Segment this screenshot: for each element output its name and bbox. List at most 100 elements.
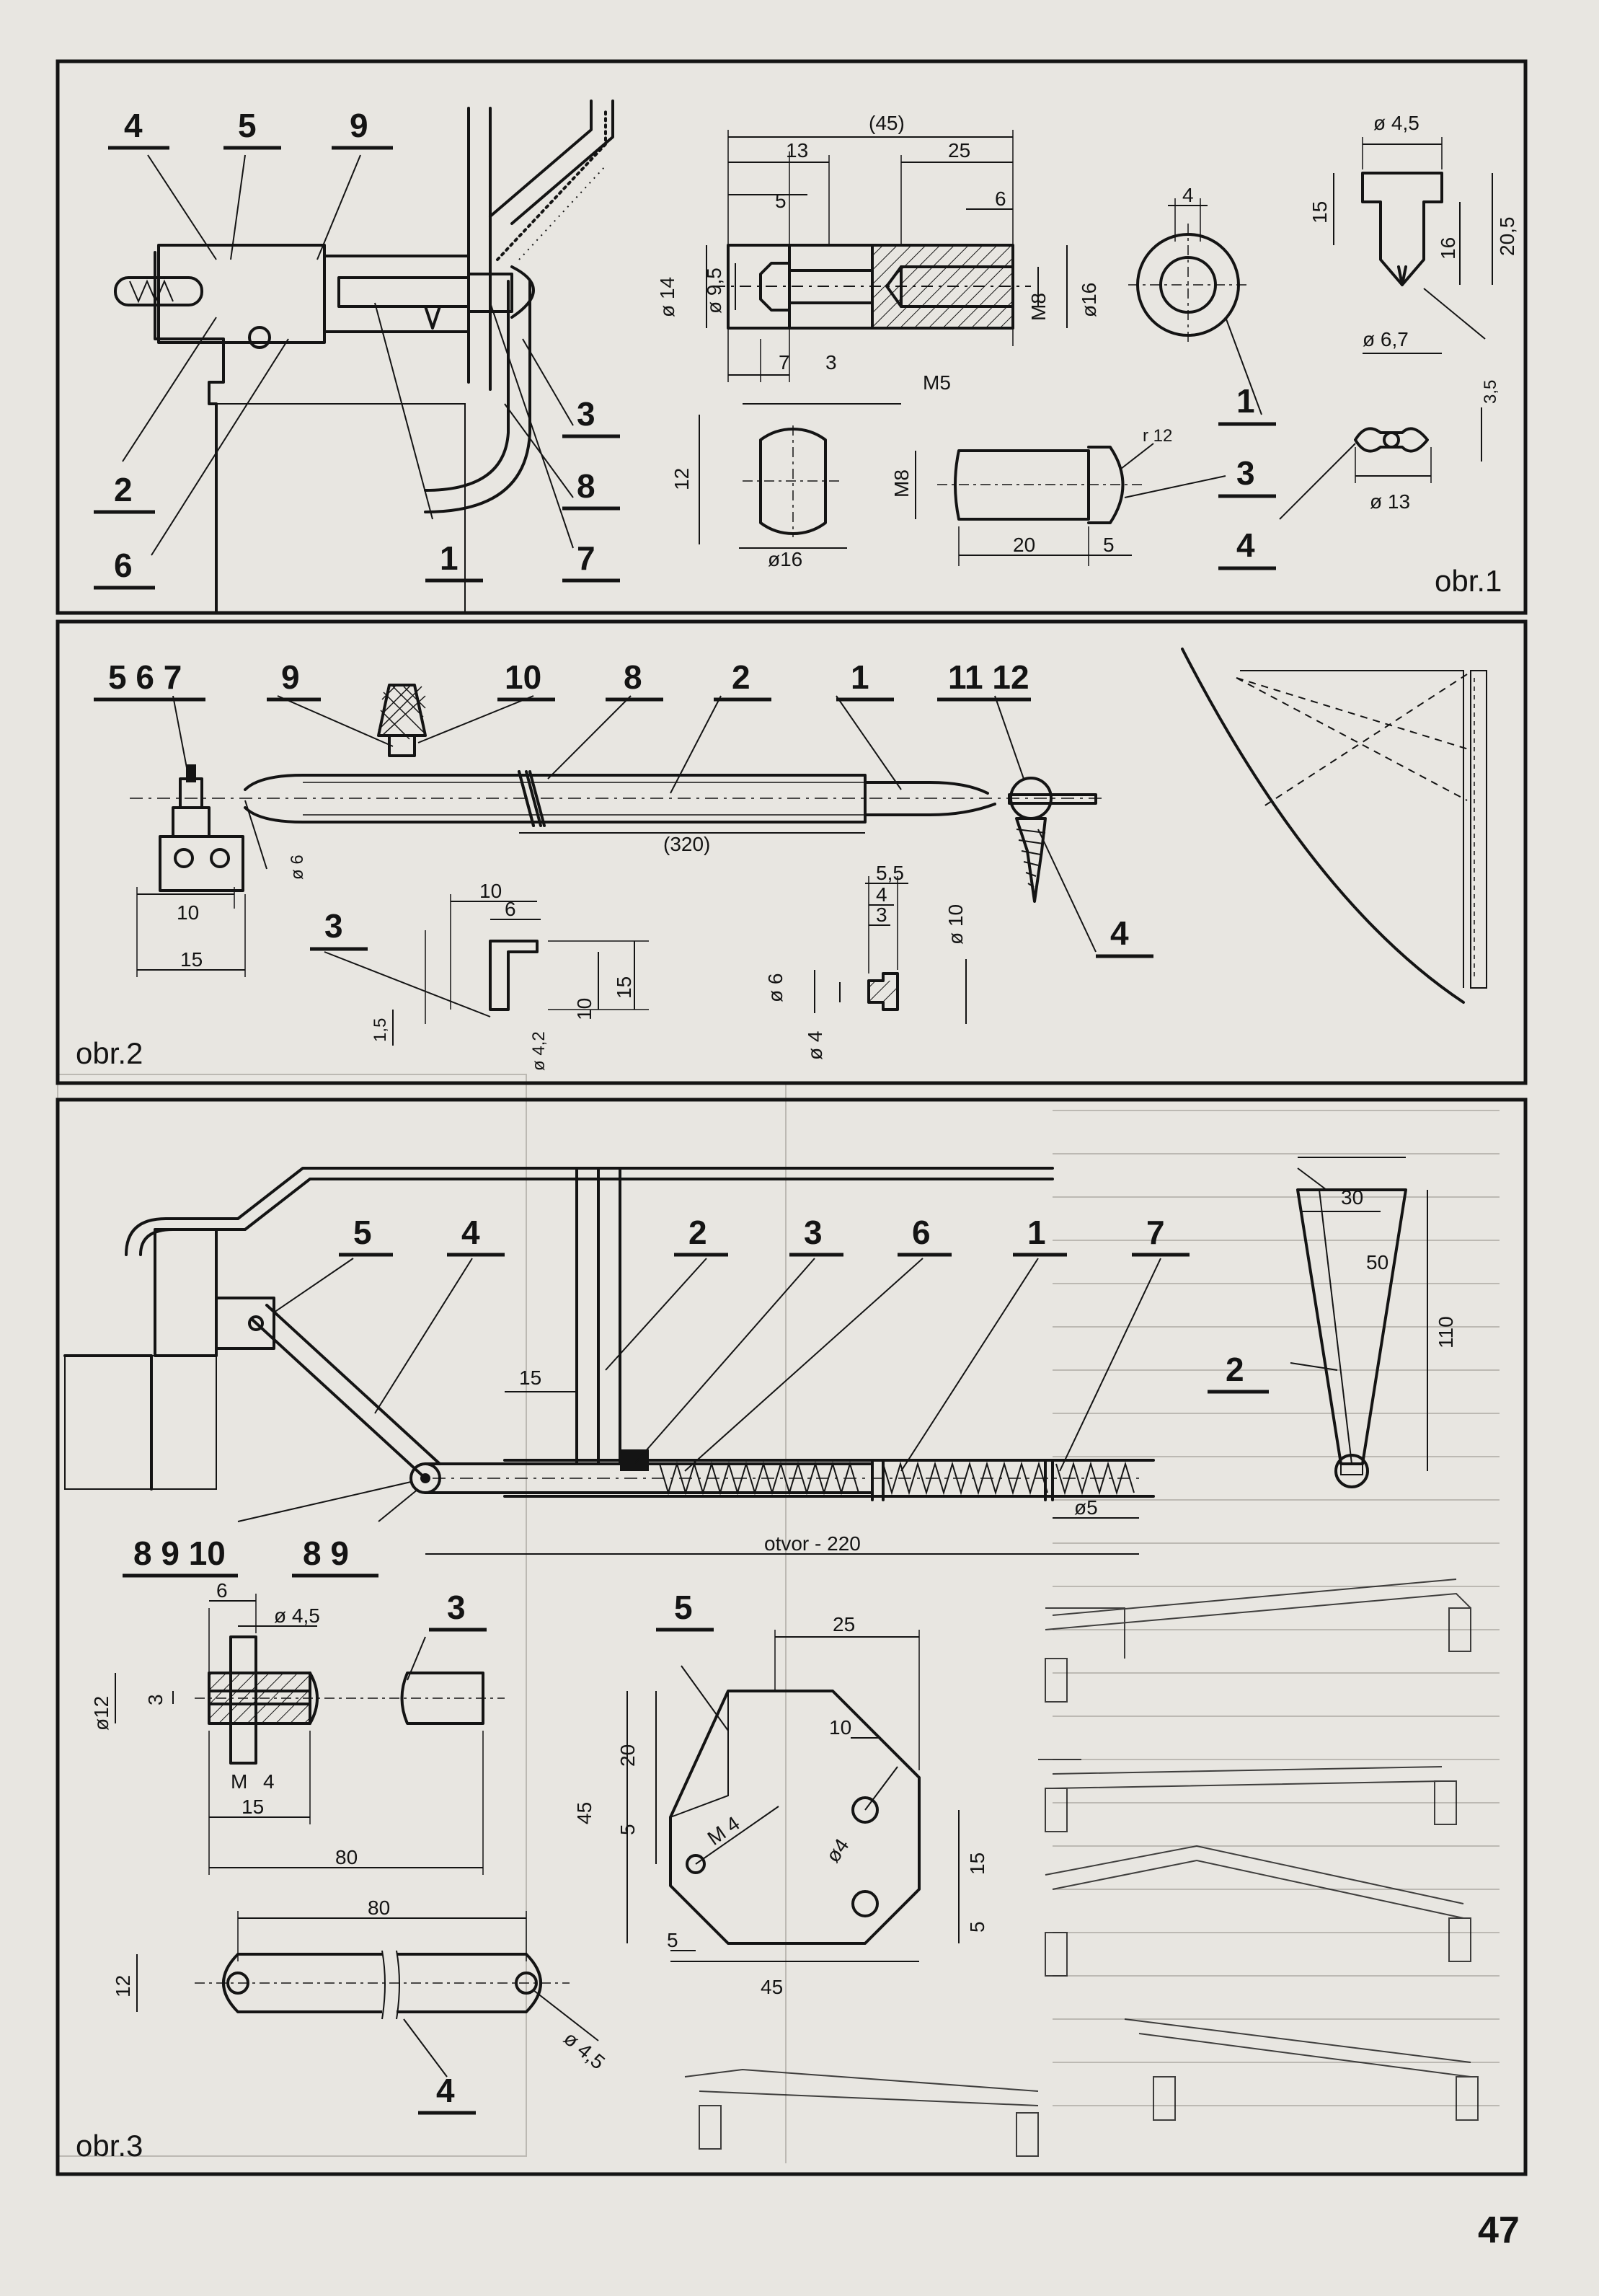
dim-d6-7: ø 6,7 [1363,328,1409,350]
dim-d14: ø 14 [656,277,678,317]
label-1: 1 [1027,1214,1046,1251]
detail-label-3: 3 [447,1589,466,1626]
plate-dim-d4: ø4 [822,1834,854,1867]
bush-dim-d6: ø 6 [764,973,787,1002]
label-2: 2 [114,471,133,508]
label-5: 5 [238,107,257,144]
label-10: 10 [505,658,541,696]
dim-m8-bolt: M8 [890,469,913,498]
dim-d6-rod: ø 6 [288,855,307,880]
link-dim-80: 80 [368,1897,390,1919]
label-9: 9 [350,107,368,144]
clip-dim-d4-2: ø 4,2 [529,1031,549,1071]
detail-disc: 12 ø16 [670,415,847,570]
detail-bolt: M8 r 12 20 5 3 [890,426,1276,566]
assembly-section [114,100,614,614]
dim-15: 15 [1308,201,1331,224]
clip-dim-10b: 10 [573,998,595,1020]
figure-obr1: 4 5 9 2 6 3 8 1 7 [56,59,1528,615]
bush-dim-d4: ø 4 [804,1031,826,1060]
label-8: 8 [624,658,642,696]
dim-d13: ø 13 [1370,490,1410,513]
detail-tapered-strut: 30 50 110 2 [1208,1157,1457,1488]
plate-dim-5b: 5 [966,1921,988,1933]
obr2-dims: (320) ø 6 10 15 [177,833,710,971]
plate-dim-5: 5 [616,1824,639,1835]
plate-dim-5c: 5 [667,1929,678,1951]
obr3-part-labels: 5 4 2 3 6 1 7 8 9 10 8 9 [123,1214,1190,1578]
dim-16: 16 [1437,237,1459,260]
detail-sleeve-dims: (45) 13 25 5 6 ø 14 ø 9,5 M8 ø16 7 3 M5 [656,112,1100,394]
label-8: 8 [577,467,595,505]
obr2-part-labels: 5 6 7 9 10 8 2 1 11 12 3 4 [94,658,1153,958]
dim-13: 13 [786,139,808,162]
detail-bushing: 5,5 4 3 ø 10 ø 6 ø 4 [764,862,967,1060]
dim-20: 20 [1013,534,1035,556]
plate-dim-45b: 45 [761,1976,783,1998]
label-9: 9 [281,658,300,696]
bush-dim-4: 4 [876,883,887,906]
bleed-through [57,1074,1500,2163]
label-7: 7 [577,539,595,577]
dim-10-base: 10 [177,901,199,924]
caption-obr1: obr.1 [1435,564,1502,598]
pin-dim-3: 3 [144,1694,167,1705]
label-3: 3 [804,1214,823,1251]
strut-dim-110: 110 [1435,1316,1457,1348]
bush-dim-3: 3 [876,904,887,926]
clip-dim-15: 15 [613,976,635,999]
detail-label-1: 1 [1236,382,1255,420]
label-5-6-7: 5 6 7 [108,658,182,696]
dim-3: 3 [825,351,837,374]
label-6: 6 [912,1214,931,1251]
dim-25: 25 [948,139,970,162]
dim-d16: ø16 [1078,283,1100,317]
plate-dim-20: 20 [616,1744,639,1767]
plate-dim-45: 45 [573,1802,595,1824]
figure-obr3: 5 4 2 3 6 1 7 8 9 10 8 9 15 otvor - 220 … [56,1098,1528,2176]
detail-sleeve-section [706,130,1068,405]
frame-obr3 [56,1098,1528,2176]
lever-assembly [63,1167,1161,1555]
dim-4: 4 [1182,184,1194,206]
plate-dim-10: 10 [829,1716,851,1739]
dim-20-5: 20,5 [1496,217,1518,257]
dim-12: 12 [670,468,693,490]
pin-dim-d4-5: ø 4,5 [274,1604,320,1627]
page-number: 47 [1478,2209,1520,2251]
link-dim-d4-5: ø 4,5 [559,2027,609,2074]
detail-wing-nut: ø 13 4 [1218,407,1482,570]
strut-dim-50: 50 [1366,1251,1388,1273]
dim-d16-disc: ø16 [768,548,802,570]
detail-link: 80 12 ø 4,5 4 [112,1897,609,2115]
label-7: 7 [1146,1214,1165,1251]
label-4: 4 [1110,914,1129,952]
detail-label-2: 2 [1226,1351,1244,1388]
motion-sketches [684,1578,1479,2157]
label-6: 6 [114,547,133,584]
dim-d5: ø5 [1074,1496,1098,1519]
dim-d9-5: ø 9,5 [703,268,725,314]
clip-dim-10: 10 [479,880,502,902]
pin-dim-6: 6 [216,1579,228,1602]
dim-7: 7 [779,351,790,374]
label-1: 1 [440,539,459,577]
dim-15-post: 15 [519,1366,541,1389]
label-4: 4 [461,1214,480,1251]
label-2: 2 [732,658,750,696]
obr3-dims: 15 otvor - 220 ø5 [519,1366,1098,1555]
detail-label-4: 4 [1236,526,1255,564]
label-4: 4 [124,107,143,144]
link-dim-12: 12 [112,1975,134,1997]
dim-d4-5: ø 4,5 [1373,112,1419,134]
caption-obr3: obr.3 [76,2129,143,2163]
dim-6: 6 [995,187,1006,210]
detail-plate: 25 10 20 45 5 M 4 ø4 15 5 5 45 5 [573,1589,988,1998]
pin-dim-80: 80 [335,1846,358,1868]
assembly-rod [130,684,1103,977]
detail-pin: 6 ø 4,5 ø12 3 M 4 15 80 3 [90,1579,505,1875]
label-11-12: 11 12 [948,658,1029,696]
dim-otvor-220: otvor - 220 [764,1532,861,1555]
dim-3-5: 3,5 [1481,380,1500,404]
